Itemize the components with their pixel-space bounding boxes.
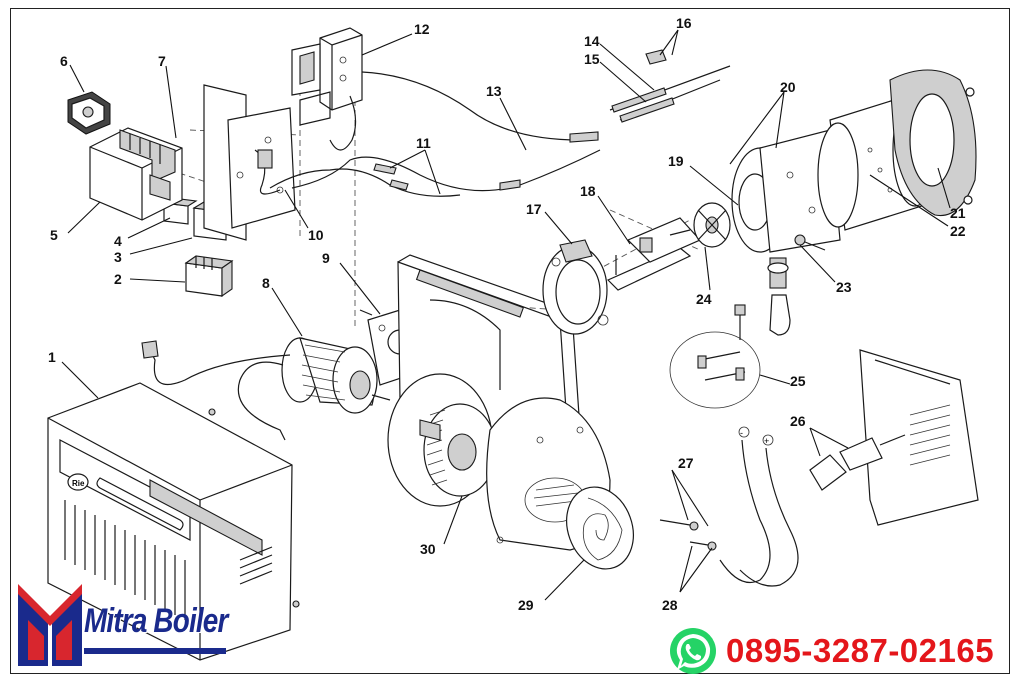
part-cables	[269, 71, 601, 197]
part-nozzle-holder	[669, 202, 731, 248]
part-hv-cables: - +	[719, 426, 799, 587]
label-7: 7	[158, 53, 166, 69]
label-6: 6	[60, 53, 68, 69]
label-8: 8	[262, 275, 270, 291]
part-control-box	[89, 127, 183, 221]
label-26: 26	[790, 413, 806, 429]
label-13: 13	[486, 83, 502, 99]
label-25: 25	[790, 373, 806, 389]
part-flange-ring	[542, 239, 609, 335]
logo-underline	[84, 648, 226, 654]
label-16: 16	[676, 15, 692, 31]
leader-lines	[61, 29, 951, 601]
label-29: 29	[518, 597, 534, 613]
label-3: 3	[114, 249, 122, 265]
label-21: 21	[950, 205, 966, 221]
svg-text:+: +	[764, 436, 769, 446]
part-fan-wheel	[387, 373, 497, 507]
part-mounting-plate	[203, 84, 296, 241]
label-20: 20	[780, 79, 796, 95]
part-side-panel	[859, 349, 979, 526]
label-18: 18	[580, 183, 596, 199]
part-relay	[67, 91, 111, 135]
label-9: 9	[322, 250, 330, 266]
label-23: 23	[836, 279, 852, 295]
part-electrodes	[609, 49, 731, 123]
side-panel-vents	[909, 404, 951, 466]
label-24: 24	[696, 291, 712, 307]
part-intake-grille	[566, 486, 634, 570]
label-17: 17	[526, 201, 542, 217]
company-name: Mitra Boiler	[84, 602, 228, 640]
label-1: 1	[48, 349, 56, 365]
part-detail-circle	[669, 304, 761, 409]
label-10: 10	[308, 227, 324, 243]
motor-fins	[301, 344, 346, 401]
mitra-boiler-logo	[18, 584, 82, 666]
part-oil-fittings	[767, 234, 826, 336]
label-14: 14	[584, 33, 600, 49]
part-number-labels: 1 2 3 4 5 6 7 8 9 10 11 12 13 14 15 16 1…	[48, 15, 966, 613]
label-19: 19	[668, 153, 684, 169]
air-damper-slots	[533, 484, 579, 507]
part-gasket	[889, 69, 977, 217]
whatsapp-icon	[670, 628, 716, 674]
label-15: 15	[584, 51, 600, 67]
svg-text:Rie: Rie	[72, 479, 85, 488]
part-electrode-holder	[606, 217, 702, 291]
part-screws	[659, 519, 717, 551]
part-cover: Rie	[47, 382, 300, 661]
cover-vents	[64, 500, 273, 620]
phone-number: 0895-3287-02165	[726, 632, 995, 669]
label-4: 4	[114, 233, 122, 249]
label-12: 12	[414, 21, 430, 37]
label-28: 28	[662, 597, 678, 613]
label-22: 22	[950, 223, 966, 239]
part-motor	[141, 337, 391, 441]
part-plugs	[809, 434, 906, 491]
label-2: 2	[114, 271, 122, 287]
label-27: 27	[678, 455, 694, 471]
part-head-plate	[731, 129, 841, 253]
diagram-frame	[10, 8, 1010, 674]
label-5: 5	[50, 227, 58, 243]
part-ignition-transformer	[291, 27, 363, 151]
label-30: 30	[420, 541, 436, 557]
label-11: 11	[416, 135, 431, 151]
svg-text:-: -	[740, 428, 743, 438]
contact-phone: 0895-3287-02165	[668, 626, 994, 676]
